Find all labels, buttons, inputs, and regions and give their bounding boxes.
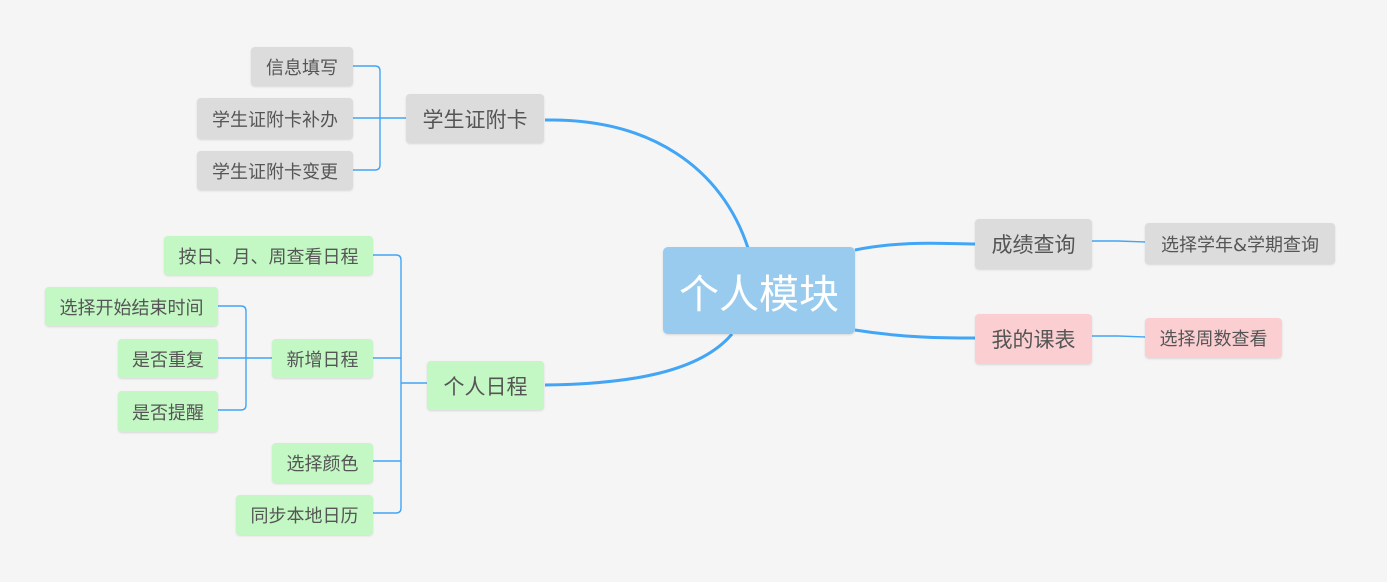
schedule-child-select-color[interactable]: 选择颜色 [272,443,373,483]
connector-new-schedule-bracket [218,305,274,411]
schedule-child-view-by-period[interactable]: 按日、月、周查看日程 [164,236,373,275]
connector-root-to-grades [854,241,977,252]
root-topic[interactable]: 个人模块 [663,247,855,334]
schedule-child-sync-calendar[interactable]: 同步本地日历 [236,495,373,535]
branch-grade-query[interactable]: 成绩查询 [975,219,1092,269]
new-schedule-child-select-time[interactable]: 选择开始结束时间 [45,287,218,326]
new-schedule-child-reminder[interactable]: 是否提醒 [118,391,218,432]
card-child-reissue[interactable]: 学生证附卡补办 [197,98,353,139]
branch-my-timetable[interactable]: 我的课表 [975,314,1092,364]
branch-personal-schedule[interactable]: 个人日程 [427,361,544,410]
card-child-change[interactable]: 学生证附卡变更 [197,151,353,190]
connector-timetable-to-child [1091,335,1147,338]
card-child-info-fill[interactable]: 信息填写 [251,47,353,86]
connector-root-to-schedule [544,333,734,387]
connector-grades-to-child [1091,240,1147,243]
branch-student-card[interactable]: 学生证附卡 [406,94,544,143]
grades-child-select-term[interactable]: 选择学年&学期查询 [1145,223,1335,264]
connector-root-to-timetable [854,328,977,340]
schedule-child-new-schedule[interactable]: 新增日程 [272,339,373,378]
new-schedule-child-repeat[interactable]: 是否重复 [118,339,218,378]
connector-root-to-card [544,118,750,249]
timetable-child-select-week[interactable]: 选择周数查看 [1145,318,1282,358]
connector-schedule-bracket [373,254,428,514]
